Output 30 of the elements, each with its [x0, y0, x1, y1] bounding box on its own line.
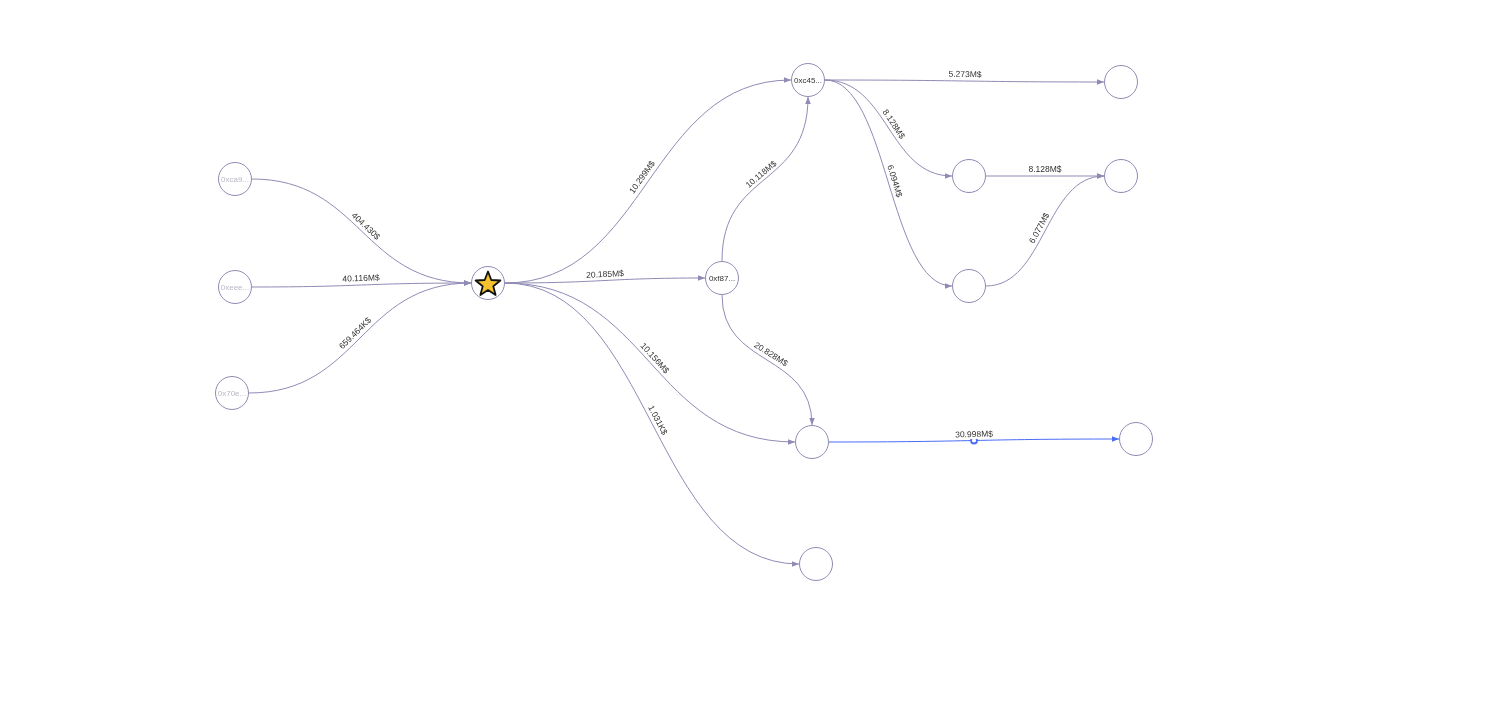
entity-node [1104, 159, 1138, 193]
flow-arrow [985, 174, 1105, 287]
edge-label: 40.116M$ [341, 272, 381, 284]
entity-node [795, 425, 829, 459]
edge-label: 20.185M$ [584, 267, 625, 280]
address-label: 0xca9... [221, 174, 249, 184]
edge-label: 30.998M$ [953, 428, 994, 439]
flow-arrow [504, 282, 800, 566]
address-label: 0x70e... [217, 388, 247, 398]
address-node [218, 270, 252, 304]
flow-arrow [721, 294, 815, 426]
entity-node [799, 547, 833, 581]
edge-label: 8.128M$ [1027, 164, 1063, 174]
address-label: 0xc45... [794, 75, 822, 85]
flow-arrow [828, 436, 1120, 443]
entity-node [952, 269, 986, 303]
entity-node [1104, 65, 1138, 99]
address-node [215, 376, 249, 410]
address-node [218, 162, 252, 196]
address-label: 0xeee... [220, 282, 250, 292]
flow-arrow [721, 96, 811, 262]
entity-node [952, 159, 986, 193]
address-label: 0xf87... [708, 273, 736, 283]
address-node [705, 261, 739, 295]
flow-arrow [504, 275, 706, 284]
edge-label: 5.273M$ [947, 68, 983, 80]
entity-node [1119, 422, 1153, 456]
flow-arrow [824, 79, 953, 287]
address-node [791, 63, 825, 97]
edge-label: 6.094M$ [885, 162, 906, 200]
